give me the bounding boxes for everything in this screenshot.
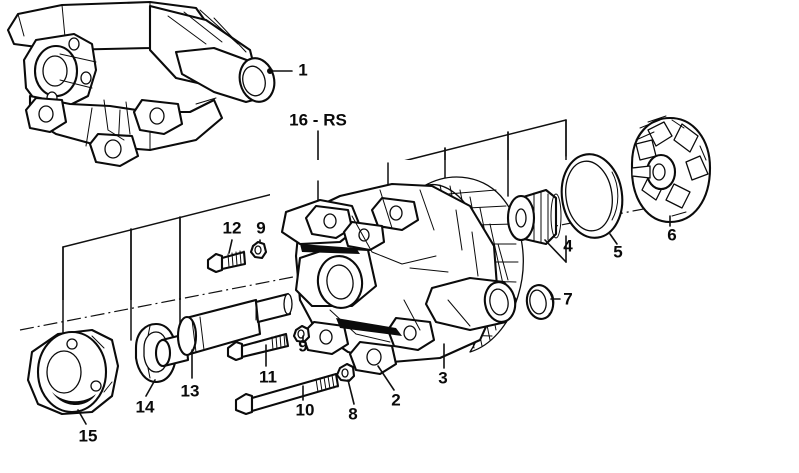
- callout-label-2: 2: [391, 390, 400, 409]
- callout-label-14: 14: [136, 397, 155, 416]
- callout-label-1: 1: [298, 60, 307, 79]
- callout-label-15: 15: [79, 426, 98, 445]
- part-lock-washer-upper: [249, 240, 268, 260]
- callout-label-16-rs: 16 - RS: [289, 110, 347, 129]
- leader-line-2: [377, 365, 395, 391]
- callout-label-9-upper: 9: [256, 218, 265, 237]
- part-mechanical-seal: [506, 188, 562, 246]
- part-pump-shaft-bearing: [154, 292, 293, 368]
- part-hex-bolt-medium: [226, 332, 290, 362]
- leader-line-8: [347, 379, 355, 405]
- callout-label-4: 4: [563, 236, 573, 255]
- part-hex-bolt-short: [206, 250, 247, 274]
- part-lock-washer-lower: [335, 362, 356, 383]
- part-impeller: [630, 115, 712, 224]
- leader-line-4: [544, 239, 567, 263]
- callout-label-3: 3: [438, 368, 447, 387]
- leader-line-5: [609, 233, 618, 245]
- part-water-pump-assembly-complete: [6, 0, 276, 168]
- callout-label-13: 13: [181, 381, 200, 400]
- leader-dot-1: [267, 67, 274, 74]
- part-sealing-ring: [560, 153, 624, 239]
- callout-label-5: 5: [613, 242, 622, 261]
- callout-label-10: 10: [296, 400, 315, 419]
- part-pump-housing: [280, 176, 524, 376]
- callout-label-9-middle: 9: [298, 336, 307, 355]
- callout-label-12: 12: [223, 218, 242, 237]
- callout-label-7: 7: [563, 289, 572, 308]
- callout-label-11: 11: [259, 367, 277, 386]
- part-lock-washer-middle: [292, 324, 311, 344]
- leader-line-12: [228, 239, 233, 254]
- leader-line-15: [77, 409, 87, 425]
- callout-label-6: 6: [667, 225, 676, 244]
- part-hex-bolt-long: [234, 372, 340, 416]
- part-hub-flange: [26, 328, 120, 416]
- bracket-mask-left: [60, 300, 100, 330]
- leader-line-14: [145, 379, 156, 397]
- callout-label-8: 8: [348, 404, 357, 423]
